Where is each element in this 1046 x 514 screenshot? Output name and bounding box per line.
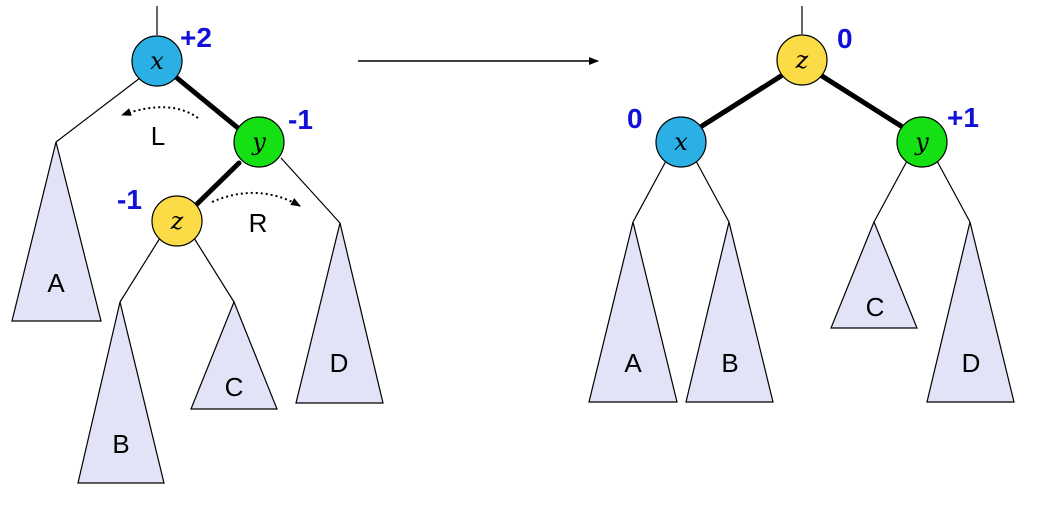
before-node-y-label: y <box>251 128 266 156</box>
after-subtree-b-label: B <box>721 348 738 378</box>
before-subtree-b <box>77 301 165 484</box>
before-edge-z-c <box>193 237 235 303</box>
before-balance-y: -1 <box>288 104 313 135</box>
before-edge-y-d <box>280 157 341 224</box>
after-subtree-a-label: A <box>624 348 642 378</box>
after-edge-x-a <box>632 160 667 223</box>
before-node-z-label: z <box>170 207 184 235</box>
after-balance-y: +1 <box>947 102 979 133</box>
before-subtree-d <box>295 222 384 404</box>
after-subtree-b <box>685 221 774 403</box>
after-subtree-c-label: C <box>866 292 885 322</box>
right-rotation-arrow <box>211 192 301 207</box>
after-node-x <box>655 116 707 168</box>
before-tree: A B C D x y z +2 -1 -1 L R <box>11 6 384 484</box>
after-subtree-a <box>588 221 678 403</box>
before-node-x-label: x <box>150 47 164 75</box>
after-edge-y-d <box>936 160 971 223</box>
after-node-y <box>896 116 948 168</box>
left-rotation-arrow <box>121 106 199 119</box>
after-node-z <box>776 34 828 86</box>
after-balance-x: 0 <box>627 103 643 134</box>
before-subtree-d-label: D <box>330 348 349 378</box>
before-edge-x-y <box>174 75 241 131</box>
after-tree: A B C D z x y 0 0 +1 <box>588 6 1015 403</box>
after-edge-z-y <box>819 73 904 129</box>
before-subtree-a-label: A <box>47 268 65 298</box>
right-rotation-label: R <box>249 208 268 238</box>
before-balance-z: -1 <box>117 184 142 215</box>
after-subtree-c <box>830 220 918 329</box>
before-edge-y-z <box>193 160 242 208</box>
after-node-y-label: y <box>914 128 929 156</box>
before-edge-z-b <box>119 237 161 303</box>
after-subtree-d-label: D <box>962 348 981 378</box>
before-subtree-c-label: C <box>225 372 244 402</box>
before-node-y <box>233 116 285 168</box>
before-balance-x: +2 <box>180 22 212 53</box>
before-subtree-b-label: B <box>112 429 129 459</box>
before-subtree-c <box>190 300 278 410</box>
before-edge-x-a <box>55 77 141 143</box>
after-edge-y-c <box>873 160 908 223</box>
after-edge-z-x <box>699 73 784 129</box>
after-balance-z: 0 <box>837 23 853 54</box>
after-subtree-d <box>926 221 1015 403</box>
after-node-z-label: z <box>795 46 809 74</box>
after-node-x-label: x <box>674 128 688 156</box>
before-node-x <box>131 35 183 87</box>
after-edge-x-b <box>695 160 730 223</box>
before-subtree-a <box>11 141 102 322</box>
left-rotation-label: L <box>151 121 165 151</box>
before-node-z <box>151 195 203 247</box>
